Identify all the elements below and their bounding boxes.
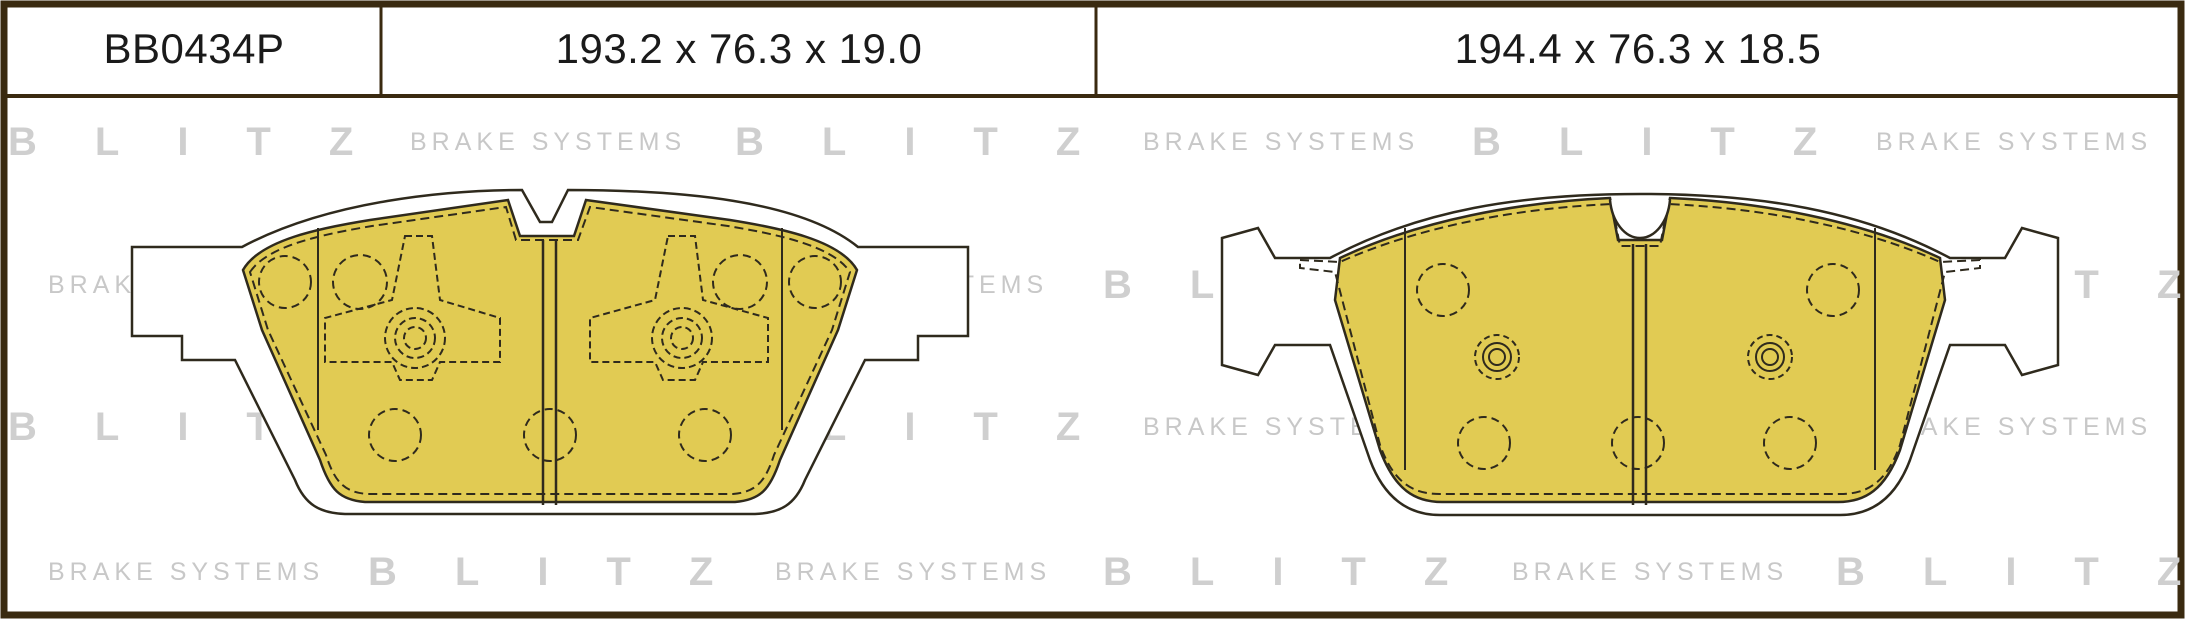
watermark-brand: BLITZ (1103, 550, 1506, 594)
dimension-left-pad: 193.2 x 76.3 x 19.0 (555, 25, 923, 72)
watermark-brand: BLITZ (368, 550, 771, 594)
watermark-tagline: BRAKE SYSTEMS (1512, 558, 1788, 586)
watermark-brand: BLITZ (8, 120, 411, 164)
shim-holes (258, 254, 842, 462)
top-notch (1608, 199, 1672, 240)
part-number: BB0434P (103, 25, 285, 72)
watermark-brand: BLITZ (1472, 120, 1875, 164)
pad-dashed-outline (1299, 202, 1981, 495)
piston-imprint-left (324, 235, 501, 381)
brake-pad-right (1220, 192, 2060, 517)
watermark-tagline: BRAKE SYSTEMS (1876, 128, 2152, 156)
watermark-tagline: BRAKE SYSTEMS (410, 128, 686, 156)
friction-material (241, 198, 859, 504)
watermark-tagline: BRAKE SYSTEMS (1143, 128, 1419, 156)
watermark-brand: BLITZ (1836, 550, 2185, 594)
piston-imprint-right (589, 235, 769, 381)
brake-pad-left (130, 188, 970, 516)
shim-holes (1416, 263, 1860, 470)
rivet-rings (1474, 334, 1793, 380)
watermark-brand: BLITZ (735, 120, 1138, 164)
spec-header: BB0434P 193.2 x 76.3 x 19.0 194.4 x 76.3… (0, 0, 2185, 98)
watermark-tagline: BRAKE SYSTEMS (48, 558, 324, 586)
dimension-right-pad: 194.4 x 76.3 x 18.5 (1454, 25, 1822, 72)
watermark-tagline: BRAKE SYSTEMS (775, 558, 1051, 586)
friction-material (1333, 196, 1947, 504)
